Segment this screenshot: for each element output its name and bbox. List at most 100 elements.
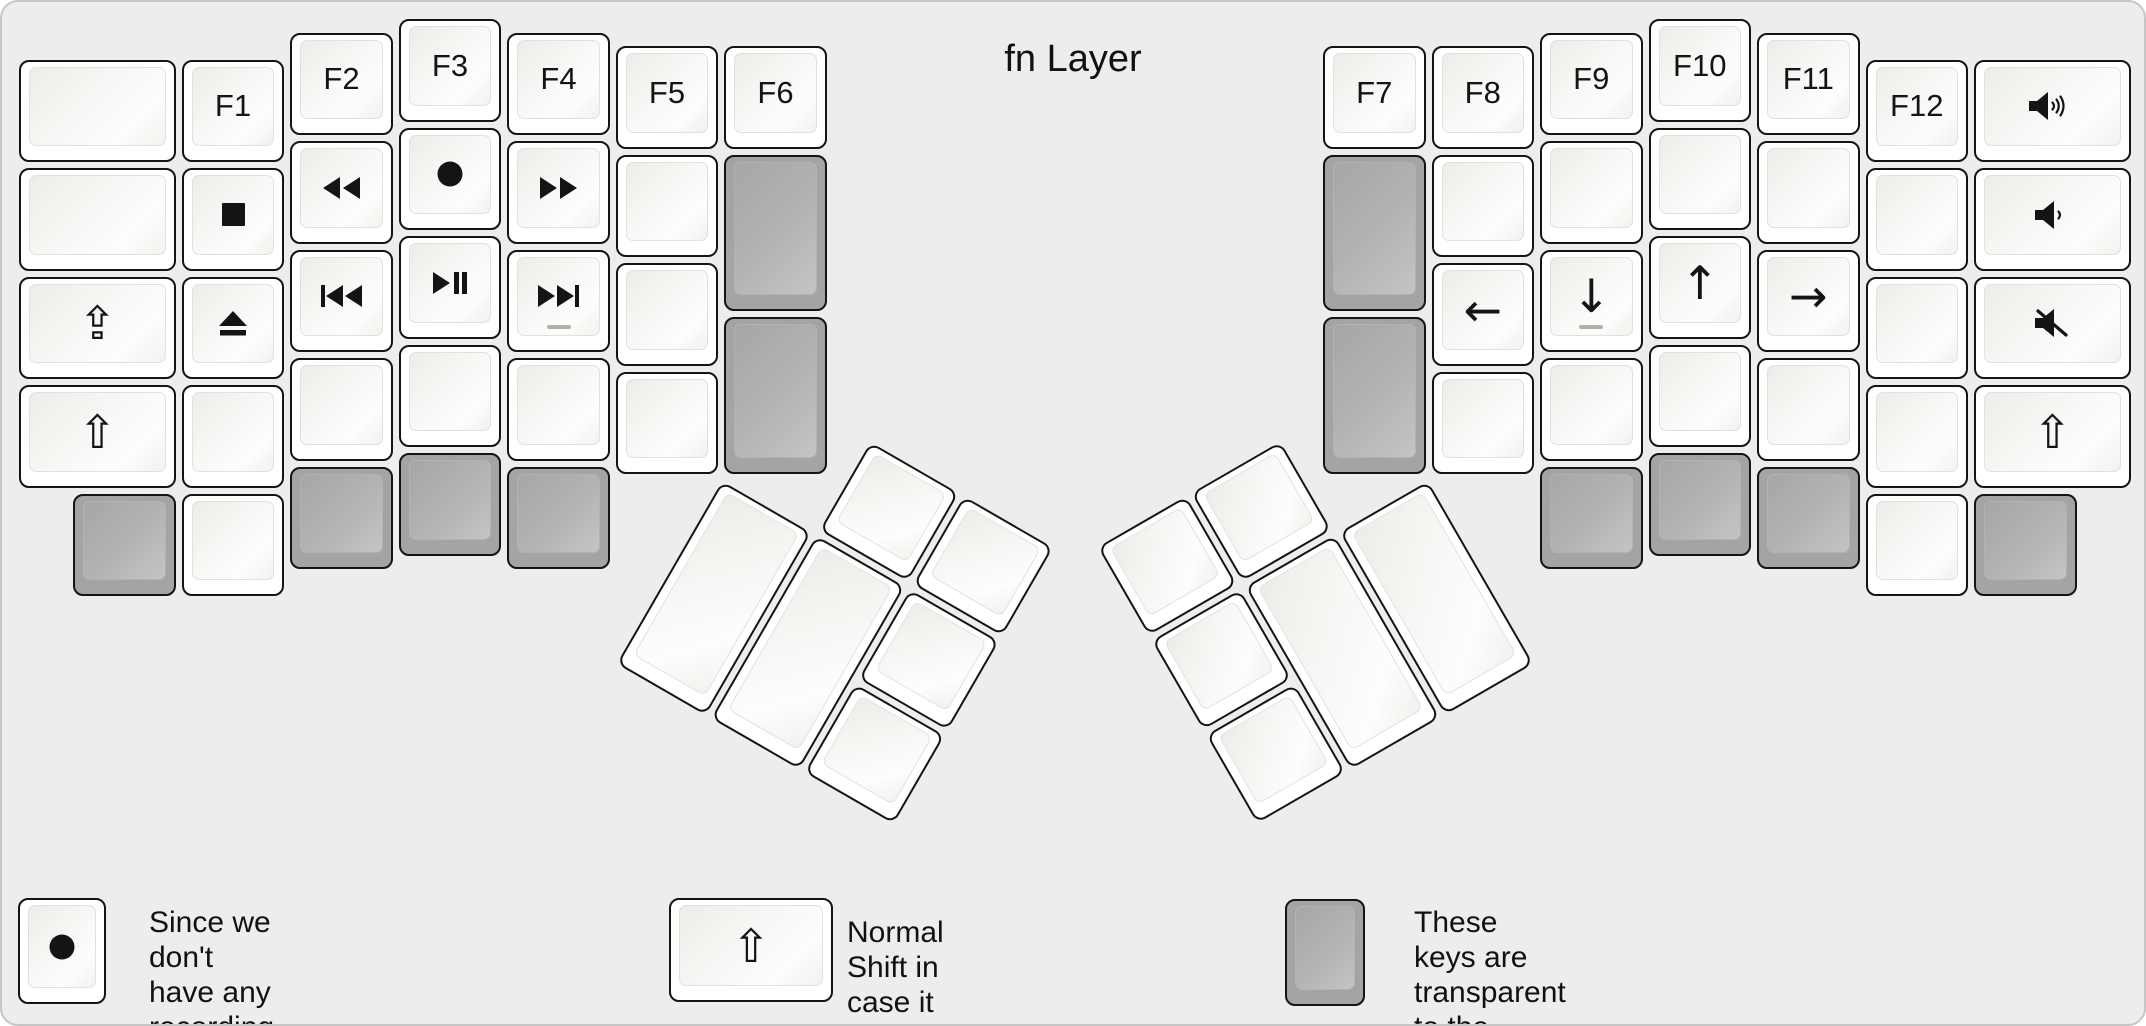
key-f9[interactable]: F9 <box>1540 32 1643 136</box>
key-transparent[interactable] <box>724 317 827 475</box>
key-blank[interactable] <box>615 154 719 258</box>
keycap-surface <box>1333 161 1416 296</box>
key-arrow-down[interactable]: ↓ <box>1540 249 1643 353</box>
key-next-track[interactable] <box>507 249 610 353</box>
key-blank[interactable] <box>1648 127 1751 230</box>
key-blank[interactable] <box>290 358 393 461</box>
key-blank[interactable] <box>1865 493 1968 597</box>
stop-icon <box>221 203 245 227</box>
rewind-icon <box>323 176 360 199</box>
key-transparent[interactable] <box>724 154 827 312</box>
key-play-pause[interactable] <box>398 236 502 339</box>
key-f10[interactable]: F10 <box>1648 19 1751 122</box>
key-mute[interactable] <box>1974 276 2131 380</box>
key-blank[interactable] <box>1865 385 1968 488</box>
keycap-surface: F4 <box>517 39 600 120</box>
key-f11[interactable]: F11 <box>1757 32 1860 136</box>
key-blank[interactable] <box>1865 276 1968 380</box>
keycap-surface <box>1875 392 1958 472</box>
key-transparent[interactable] <box>1323 154 1426 312</box>
key-blank[interactable] <box>398 344 502 447</box>
key-blank[interactable] <box>1540 141 1643 244</box>
keycap-surface <box>517 256 600 337</box>
keycap-surface: F12 <box>1875 66 1958 147</box>
volume-down-icon <box>2035 199 2069 231</box>
keycap-surface <box>29 175 166 255</box>
key-shift[interactable]: ⇧ <box>1974 385 2131 488</box>
key-transparent[interactable] <box>1974 493 2077 597</box>
legend-text-media-select: Since we don't have any recording key, t… <box>149 906 274 1024</box>
keycap-surface <box>517 473 600 554</box>
key-fast-forward[interactable] <box>507 141 610 244</box>
keycap-surface <box>625 161 709 242</box>
key-transparent[interactable] <box>398 453 502 556</box>
key-transparent[interactable] <box>1540 466 1643 570</box>
keycap-surface <box>1767 148 1850 228</box>
caps-lock-icon: ⇪ <box>78 296 117 351</box>
key-blank[interactable] <box>19 168 176 271</box>
key-blank[interactable] <box>1757 358 1860 461</box>
key-arrow-left[interactable]: ← <box>1431 263 1534 366</box>
key-blank[interactable] <box>181 493 285 597</box>
key-f3[interactable]: F3 <box>398 19 502 122</box>
keycap-surface <box>1984 283 2121 364</box>
keycap-surface <box>408 134 492 214</box>
key-f4[interactable]: F4 <box>507 32 610 136</box>
keycap-surface <box>836 452 948 563</box>
key-transparent[interactable] <box>1323 317 1426 475</box>
arrow-down-icon: ↓ <box>1571 269 1611 324</box>
next-track-icon <box>538 285 579 308</box>
key-record[interactable] <box>398 127 502 230</box>
key-previous-track[interactable] <box>290 249 393 353</box>
legend-key-transparent <box>1285 899 1365 1006</box>
keycap-surface: F3 <box>408 26 492 106</box>
key-caps-lock[interactable]: ⇪ <box>19 276 176 380</box>
key-f5[interactable]: F5 <box>615 46 719 149</box>
key-blank[interactable] <box>615 371 719 475</box>
keycap-surface <box>191 283 275 364</box>
key-blank[interactable] <box>1648 344 1751 447</box>
key-label: F5 <box>648 74 686 110</box>
key-f6[interactable]: F6 <box>724 46 827 149</box>
key-f2[interactable]: F2 <box>290 32 393 136</box>
keycap-surface <box>1984 175 2121 255</box>
key-transparent[interactable] <box>1648 453 1751 556</box>
keycap-surface <box>1550 148 1633 228</box>
key-blank[interactable] <box>1431 371 1534 475</box>
key-blank[interactable] <box>181 385 285 488</box>
arrow-up-icon: ↑ <box>1680 255 1720 310</box>
key-f1[interactable]: F1 <box>181 59 285 163</box>
key-f12[interactable]: F12 <box>1865 59 1968 163</box>
key-arrow-right[interactable]: → <box>1757 249 1860 353</box>
key-label: F12 <box>1890 88 1944 124</box>
keycap-surface: ← <box>1441 270 1524 350</box>
key-blank[interactable] <box>19 59 176 163</box>
arrow-left-icon: ← <box>1463 282 1503 337</box>
key-arrow-up[interactable]: ↑ <box>1648 236 1751 339</box>
key-blank[interactable] <box>615 263 719 366</box>
key-volume-up[interactable] <box>1974 59 2131 163</box>
key-blank[interactable] <box>1540 358 1643 461</box>
keycap-surface: ↑ <box>1658 243 1741 323</box>
legend-key-shift: ⇧ <box>669 898 833 1002</box>
keycap-surface <box>408 243 492 323</box>
key-transparent[interactable] <box>507 466 610 570</box>
key-eject[interactable] <box>181 276 285 380</box>
key-shift[interactable]: ⇧ <box>19 385 176 488</box>
key-rewind[interactable] <box>290 141 393 244</box>
key-blank[interactable] <box>507 358 610 461</box>
legend-key-record <box>18 898 106 1004</box>
key-blank[interactable] <box>1431 154 1534 258</box>
key-transparent[interactable] <box>1757 466 1860 570</box>
key-f8[interactable]: F8 <box>1431 46 1534 149</box>
key-stop[interactable] <box>181 168 285 271</box>
key-volume-down[interactable] <box>1974 168 2131 271</box>
key-blank[interactable] <box>1757 141 1860 244</box>
key-blank[interactable] <box>1865 168 1968 271</box>
keycap-surface: F7 <box>1333 53 1416 133</box>
keycap-surface <box>1984 66 2121 147</box>
key-transparent[interactable] <box>73 493 176 597</box>
key-f7[interactable]: F7 <box>1323 46 1426 149</box>
keycap-surface <box>1658 351 1741 431</box>
key-transparent[interactable] <box>290 466 393 570</box>
